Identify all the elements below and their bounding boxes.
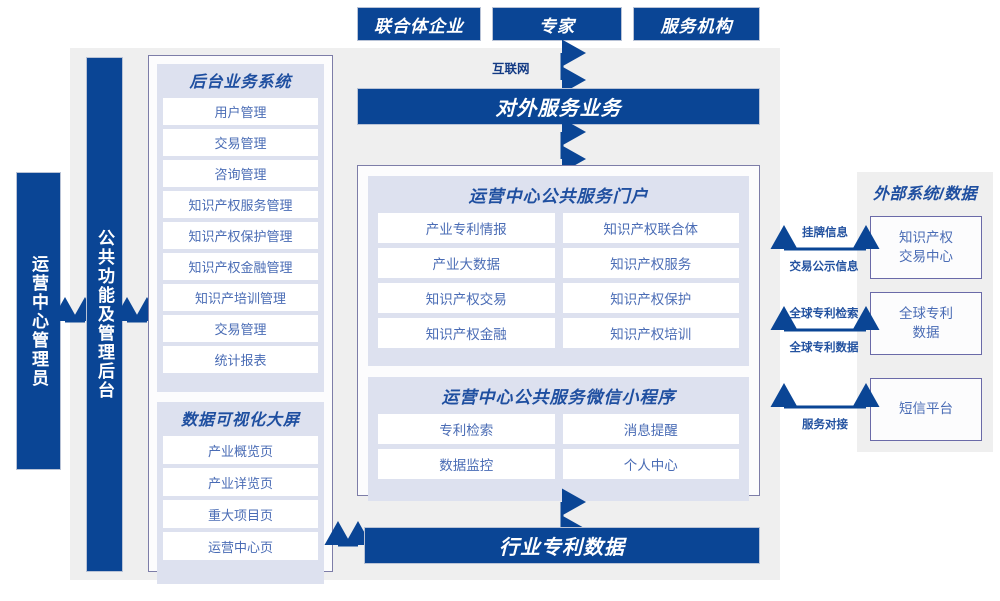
data-visualization-group: 数据可视化大屏 产业概览页 产业详览页 重大项目页 运营中心页 xyxy=(157,402,324,584)
actor-box-consortium[interactable]: 联合体企业 xyxy=(357,7,481,41)
connector-arrow-ip-exchange-icon xyxy=(770,225,880,251)
actor-label: 专家 xyxy=(539,16,575,36)
external-box-line1: 知识产权 xyxy=(899,230,953,246)
mini-program-group: 运营中心公共服务微信小程序 专利检索 消息提醒 数据监控 个人中心 xyxy=(368,377,749,501)
list-item[interactable]: 消息提醒 xyxy=(562,414,739,444)
list-item[interactable]: 统计报表 xyxy=(163,346,318,373)
public-portal-grid: 产业专利情报 知识产权联合体 产业大数据 知识产权服务 知识产权交易 知识产权保… xyxy=(378,213,739,348)
list-item[interactable]: 产业大数据 xyxy=(378,248,555,278)
connector-label-global-patent-data: 全球专利数据 xyxy=(789,342,859,354)
mini-program-grid: 专利检索 消息提醒 数据监控 个人中心 xyxy=(378,414,739,479)
data-visualization-title: 数据可视化大屏 xyxy=(180,412,300,429)
list-item[interactable]: 运营中心页 xyxy=(163,532,318,560)
list-item[interactable]: 知识产培训管理 xyxy=(163,284,318,311)
list-item[interactable]: 知识产权联合体 xyxy=(562,213,739,243)
list-item[interactable]: 咨询管理 xyxy=(163,160,318,187)
list-item[interactable]: 数据监控 xyxy=(378,449,555,479)
external-box-ip-exchange[interactable]: 知识产权 交易中心 xyxy=(870,216,982,279)
internet-label: 互联网 xyxy=(492,62,530,76)
mini-program-title: 运营中心公共服务微信小程序 xyxy=(441,388,676,407)
external-systems-title: 外部系统/数据 xyxy=(873,186,977,203)
public-portal-group: 运营中心公共服务门户 产业专利情报 知识产权联合体 产业大数据 知识产权服务 知… xyxy=(368,176,749,366)
list-item[interactable]: 知识产权服务管理 xyxy=(163,191,318,218)
actor-box-expert[interactable]: 专家 xyxy=(492,7,622,41)
external-box-global-patent-data[interactable]: 全球专利 数据 xyxy=(870,292,982,355)
connector-arrow-sms-icon xyxy=(770,383,880,409)
connector-label-transaction-public-info: 交易公示信息 xyxy=(789,261,859,273)
backend-system-group: 后台业务系统 用户管理 交易管理 咨询管理 知识产权服务管理 知识产权保护管理 … xyxy=(157,64,324,392)
backend-modules-container: 后台业务系统 用户管理 交易管理 咨询管理 知识产权服务管理 知识产权保护管理 … xyxy=(148,55,333,584)
list-item[interactable]: 产业概览页 xyxy=(163,436,318,464)
data-visualization-list: 产业概览页 产业详览页 重大项目页 运营中心页 xyxy=(163,436,318,560)
list-item[interactable]: 专利检索 xyxy=(378,414,555,444)
public-portal-title: 运营中心公共服务门户 xyxy=(468,187,649,206)
external-box-line2: 交易中心 xyxy=(899,248,953,264)
common-backend-label: 公共功能及管理后台 xyxy=(95,229,115,400)
list-item[interactable]: 产业详览页 xyxy=(163,468,318,496)
actor-label: 服务机构 xyxy=(660,16,733,36)
industry-patent-data-label: 行业专利数据 xyxy=(499,537,625,559)
list-item[interactable]: 个人中心 xyxy=(562,449,739,479)
actor-box-service-org[interactable]: 服务机构 xyxy=(633,7,760,41)
external-box-sms-platform[interactable]: 短信平台 xyxy=(870,378,982,441)
portal-container: 运营中心公共服务门户 产业专利情报 知识产权联合体 产业大数据 知识产权服务 知… xyxy=(357,165,760,501)
external-box-line2: 数据 xyxy=(912,324,940,340)
service-to-portal-arrow-icon xyxy=(560,118,586,173)
admin-role-label: 运营中心管理员 xyxy=(29,254,49,388)
list-item[interactable]: 交易管理 xyxy=(163,315,318,342)
list-item[interactable]: 知识产权金融管理 xyxy=(163,253,318,280)
common-backend-bar[interactable]: 公共功能及管理后台 xyxy=(86,57,123,572)
list-item[interactable]: 知识产权保护 xyxy=(562,283,739,313)
connector-arrow-global-patent-icon xyxy=(770,306,880,332)
internet-arrow-icon xyxy=(560,39,586,94)
list-item[interactable]: 知识产权培训 xyxy=(562,318,739,348)
list-item[interactable]: 知识产权金融 xyxy=(378,318,555,348)
admin-role-bar[interactable]: 运营中心管理员 xyxy=(16,172,61,470)
modules-to-industry-data-arrow-icon xyxy=(324,521,372,547)
list-item[interactable]: 知识产权交易 xyxy=(378,283,555,313)
backend-modules-arrow-icon xyxy=(113,297,161,323)
external-box-line1: 全球专利 xyxy=(899,306,953,322)
backend-system-title: 后台业务系统 xyxy=(189,74,292,91)
list-item[interactable]: 交易管理 xyxy=(163,129,318,156)
backend-system-list: 用户管理 交易管理 咨询管理 知识产权服务管理 知识产权保护管理 知识产权金融管… xyxy=(163,98,318,373)
connector-label-service-integration: 服务对接 xyxy=(802,419,848,431)
list-item[interactable]: 用户管理 xyxy=(163,98,318,125)
list-item[interactable]: 产业专利情报 xyxy=(378,213,555,243)
list-item[interactable]: 知识产权服务 xyxy=(562,248,739,278)
list-item[interactable]: 知识产权保护管理 xyxy=(163,222,318,249)
list-item[interactable]: 重大项目页 xyxy=(163,500,318,528)
external-service-label: 对外服务业务 xyxy=(495,98,622,120)
admin-backend-arrow-icon xyxy=(51,297,99,323)
actor-label: 联合体企业 xyxy=(374,16,464,36)
external-box-line1: 短信平台 xyxy=(899,401,953,417)
industry-patent-data-bar[interactable]: 行业专利数据 xyxy=(364,527,760,564)
portal-to-industry-data-arrow-icon xyxy=(560,488,586,543)
external-service-bar[interactable]: 对外服务业务 xyxy=(357,88,760,125)
